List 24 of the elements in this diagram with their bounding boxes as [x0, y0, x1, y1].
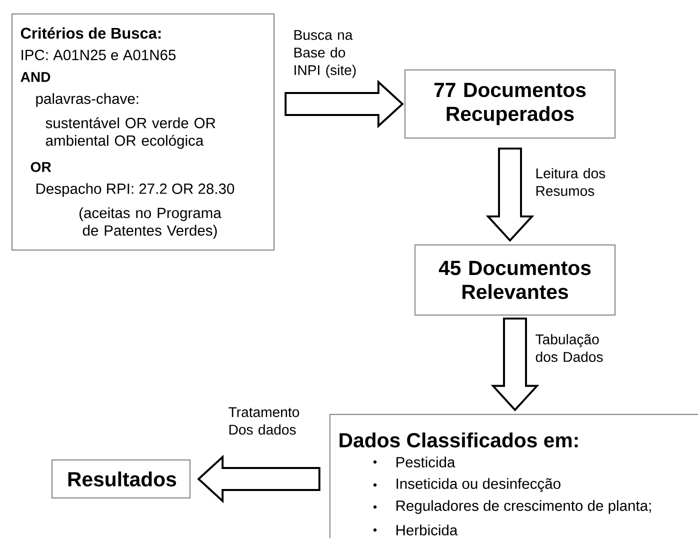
edge-label: Tratamento Dos dados	[228, 407, 300, 435]
process-box: 45 Documentos Relevantes	[414, 244, 616, 316]
operator-text: AND	[20, 72, 50, 82]
box-heading: Critérios de Busca:	[20, 27, 161, 39]
block-arrow	[284, 80, 404, 128]
process-box: 77 Documentos Recuperados	[404, 69, 616, 139]
edge-label: Leitura dos Resumos	[536, 168, 606, 196]
criteria-text: palavras-chave:	[36, 93, 138, 107]
criteria-note: (aceitas no Programa de Patentes Verdes)	[80, 207, 222, 239]
block-arrow	[486, 148, 534, 242]
block-arrow	[490, 318, 540, 412]
criteria-text: IPC: A01N25 e A01N65	[22, 50, 176, 60]
bullet-item: Reguladores de crescimento de planta;	[373, 500, 651, 514]
block-arrow	[197, 454, 320, 504]
box-heading: Dados Classificados em:	[340, 432, 578, 448]
edge-label: Tabulação dos Dados	[536, 334, 603, 362]
operator-text: OR	[30, 162, 52, 172]
bullet-item: Inseticida ou desinfecção	[373, 478, 560, 492]
bullet-item: Pesticida	[373, 456, 456, 468]
criteria-text: Despacho RPI: 27.2 OR 28.30	[36, 183, 234, 197]
result-box: Resultados	[51, 459, 191, 499]
edge-label: Busca na Base do INPI (site)	[294, 30, 356, 78]
criteria-text: sustentável OR verde OR ambiental OR ecológica	[46, 117, 216, 149]
bullet-item: Herbicida	[373, 524, 458, 536]
